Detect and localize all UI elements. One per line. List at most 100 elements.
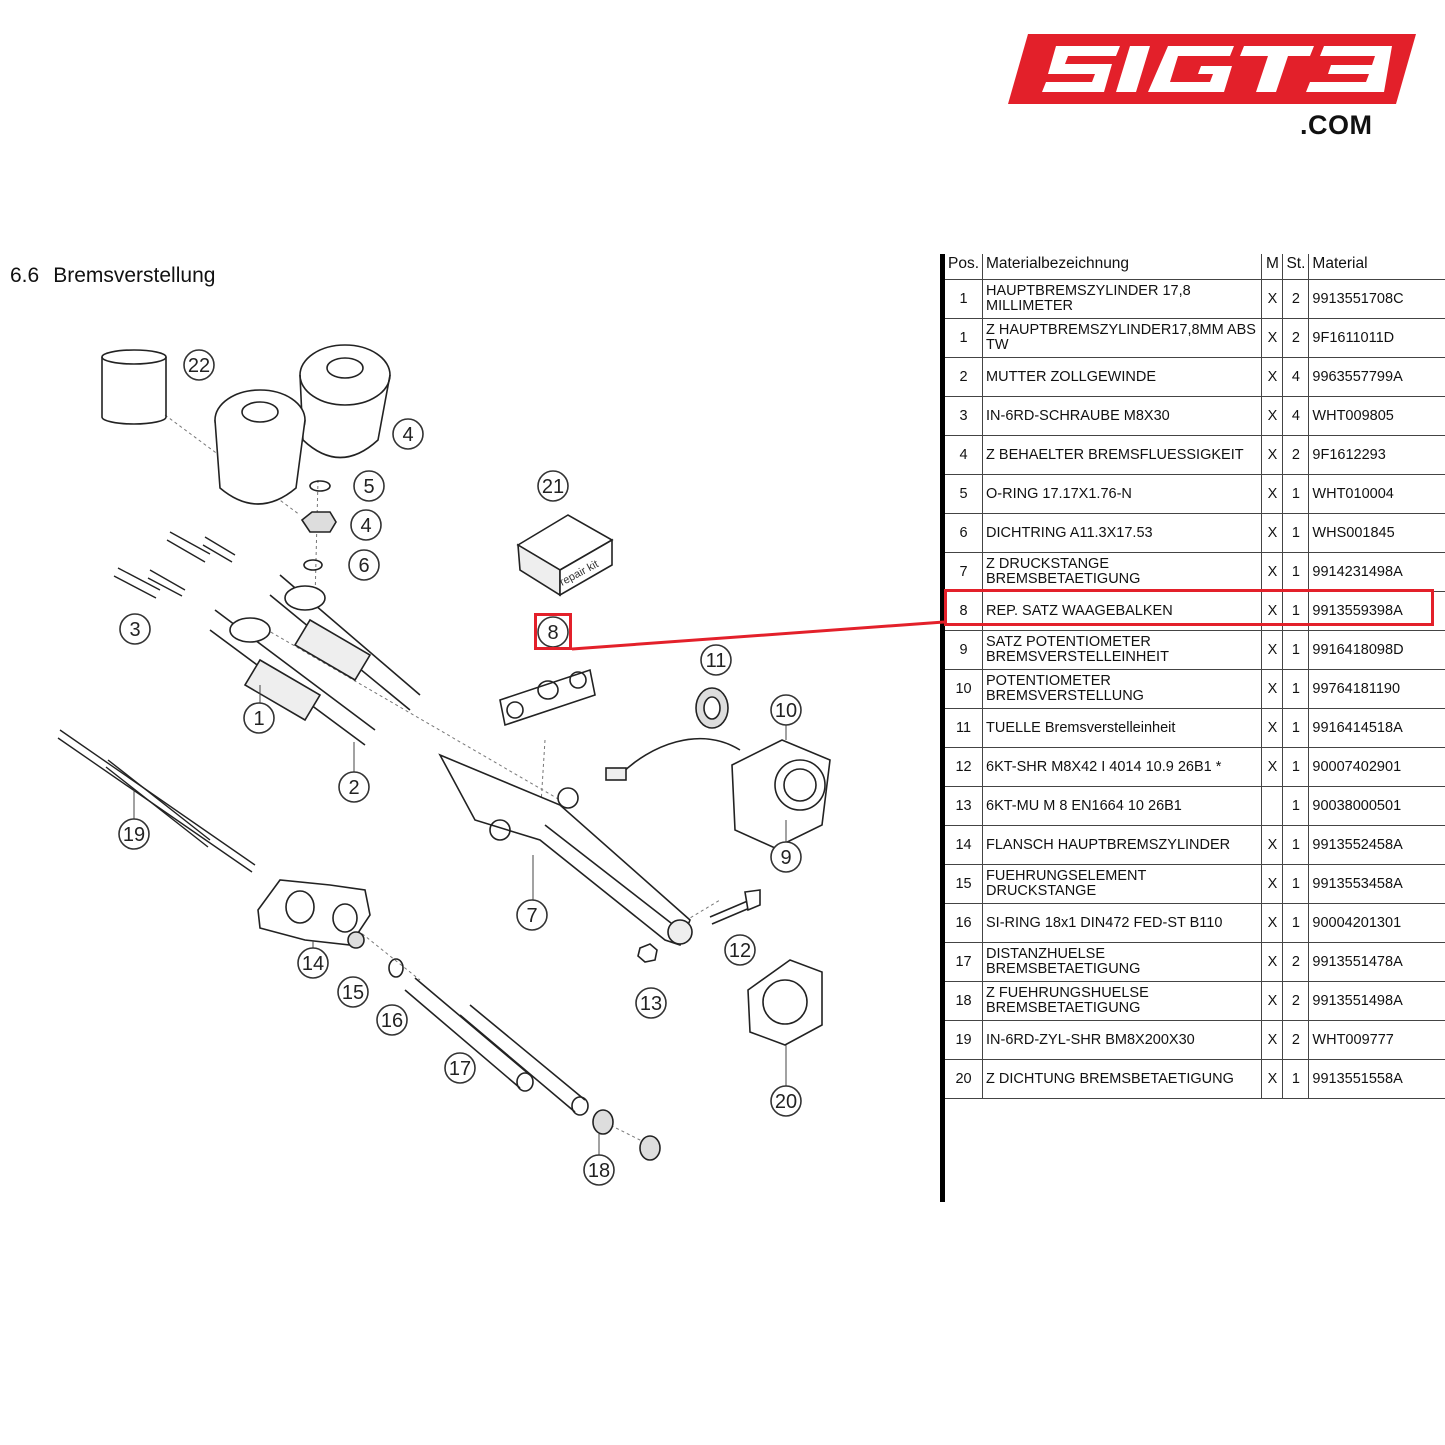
highlight-callout-box [534, 613, 572, 650]
callout-16: 16 [376, 1004, 408, 1036]
callout-circle [297, 947, 329, 979]
callout-number: 21 [542, 476, 564, 498]
callout-circle [635, 987, 667, 1019]
callout-10: 10 [770, 694, 802, 726]
cell-st: 4 [1282, 357, 1310, 397]
cell-m: X [1261, 864, 1284, 904]
cell-name: SI-RING 18x1 DIN472 FED-ST B110 [982, 903, 1263, 943]
brand-logo [1008, 34, 1416, 104]
callout-21: 21 [537, 470, 569, 502]
balance-bar-kit-part [499, 668, 596, 727]
header-st: St. [1282, 254, 1310, 280]
cell-name: Z DICHTUNG BREMSBETAETIGUNG [982, 1059, 1263, 1099]
callout-13: 13 [635, 987, 667, 1019]
cell-material: 9913552458A [1308, 825, 1445, 865]
cell-m: X [1261, 708, 1284, 748]
callout-4: 4 [350, 509, 382, 541]
cell-name: MUTTER ZOLLGEWINDE [982, 357, 1263, 397]
cell-material: 9913551498A [1308, 981, 1445, 1021]
header-pos: Pos. [945, 254, 984, 280]
callout-number: 8 [547, 622, 558, 644]
cell-pos: 6 [945, 513, 984, 553]
callout-number: 5 [363, 476, 374, 498]
cell-st: 1 [1282, 708, 1310, 748]
master-cylinder-part [209, 574, 421, 746]
cell-material: 99764181190 [1308, 669, 1445, 709]
callout-12: 12 [724, 934, 756, 966]
cell-pos: 16 [945, 903, 984, 943]
callout-number: 9 [780, 847, 791, 869]
cell-m: X [1261, 1020, 1284, 1060]
cell-material: 90007402901 [1308, 747, 1445, 787]
callout-19: 19 [118, 818, 150, 850]
callout-circle [583, 1154, 615, 1186]
cell-m: X [1261, 942, 1284, 982]
callout-number: 3 [129, 619, 140, 641]
header-material: Material [1308, 254, 1445, 280]
spacer-tube-part [404, 977, 589, 1116]
cell-st: 2 [1282, 1020, 1310, 1060]
table-left-rule [940, 254, 945, 1202]
cell-material: WHT009777 [1308, 1020, 1445, 1060]
cell-material: 9913553458A [1308, 864, 1445, 904]
cell-material: 9913551478A [1308, 942, 1445, 982]
cell-material: 90004201301 [1308, 903, 1445, 943]
cell-st: 1 [1282, 864, 1310, 904]
callout-5: 5 [353, 470, 385, 502]
cell-material: WHS001845 [1308, 513, 1445, 553]
cell-pos: 9 [945, 630, 984, 670]
section-title: Bremsverstellung [53, 264, 216, 287]
callout-22: 22 [183, 349, 215, 381]
callout-number: 14 [302, 953, 324, 975]
callout-circle [119, 613, 151, 645]
cell-st: 1 [1282, 513, 1310, 553]
cell-st: 1 [1282, 1059, 1310, 1099]
callout-number: 1 [253, 708, 264, 730]
callout-circle [392, 418, 424, 450]
cell-st: 2 [1282, 981, 1310, 1021]
cell-name: DISTANZHUELSE BREMSBETAETIGUNG [982, 942, 1263, 982]
callout-number: 17 [449, 1058, 471, 1080]
cell-m: X [1261, 747, 1284, 787]
cell-st: 1 [1282, 552, 1310, 592]
cell-m [1261, 786, 1284, 826]
seal-gasket-part [747, 959, 823, 1046]
cell-m: X [1261, 318, 1284, 358]
callout-number: 11 [706, 650, 727, 672]
cell-pos: 20 [945, 1059, 984, 1099]
callout-circle [243, 702, 275, 734]
header-m: M [1261, 254, 1284, 280]
callout-number: 22 [188, 355, 210, 377]
cell-st: 1 [1282, 474, 1310, 514]
cell-st: 2 [1282, 942, 1310, 982]
table-header-row: Pos. Materialbezeichnung M St. Material [945, 254, 1445, 280]
cell-pos: 10 [945, 669, 984, 709]
callout-number: 6 [358, 555, 369, 577]
cell-m: X [1261, 825, 1284, 865]
callout-circle [724, 934, 756, 966]
parts-table: Pos. Materialbezeichnung M St. Material … [945, 254, 1445, 1099]
callout-number: 20 [775, 1091, 797, 1113]
cell-pos: 1 [945, 279, 984, 319]
callout-circle [183, 349, 215, 381]
callout-17: 17 [444, 1052, 476, 1084]
cell-st: 2 [1282, 318, 1310, 358]
cell-material: 9913551708C [1308, 279, 1445, 319]
cell-material: 9913551558A [1308, 1059, 1445, 1099]
callout-7: 7 [516, 899, 548, 931]
cell-st: 1 [1282, 903, 1310, 943]
cell-m: X [1261, 279, 1284, 319]
callout-circle [350, 509, 382, 541]
callout-number: 13 [640, 993, 662, 1015]
